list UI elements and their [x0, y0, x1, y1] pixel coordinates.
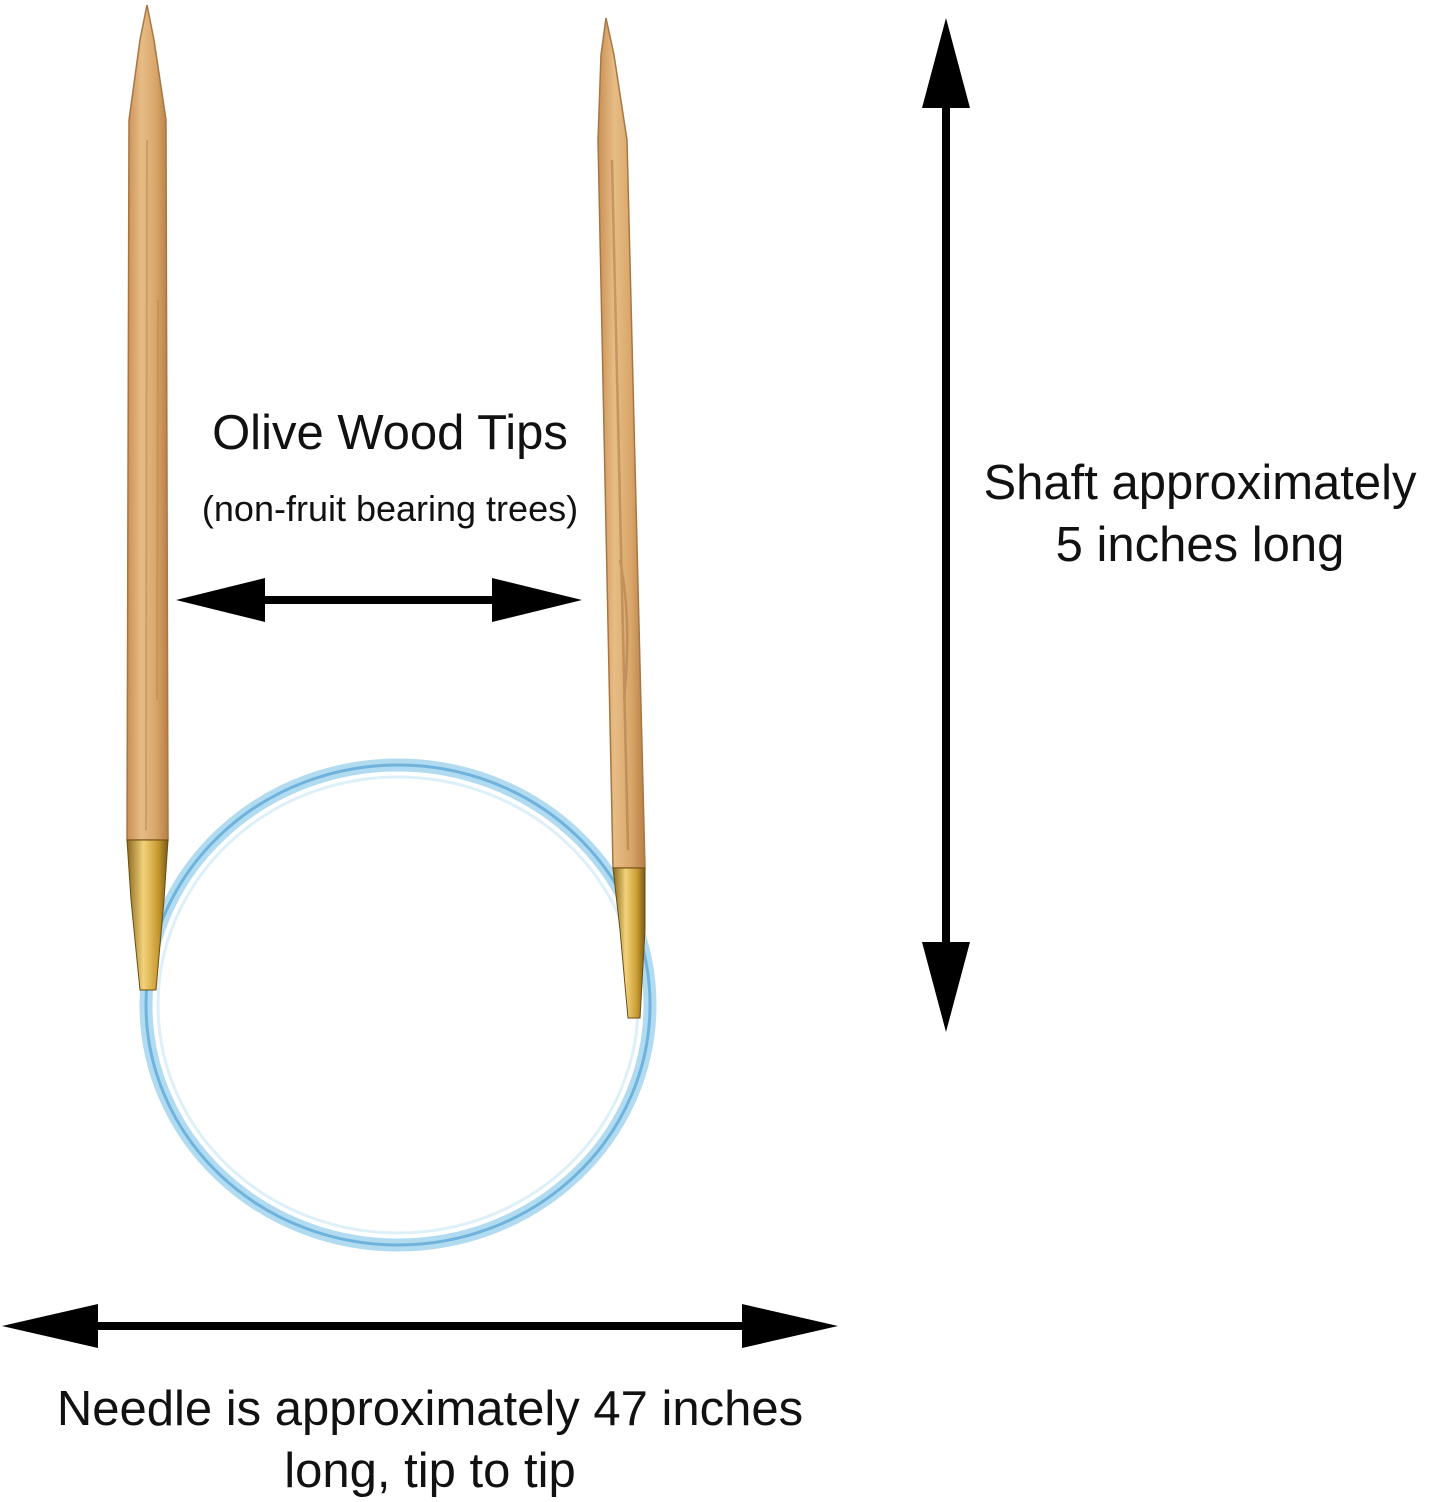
right-brass-connector: [612, 867, 646, 1019]
tips-width-arrow: [176, 578, 582, 622]
right-needle-tip: [597, 17, 646, 1019]
needle-label-line-1: Needle is approximately 47 inches: [56, 1382, 804, 1436]
tips-title: Olive Wood Tips: [212, 406, 568, 460]
shaft-label-line-1: Shaft approximately: [983, 456, 1417, 510]
left-brass-connector: [126, 839, 169, 991]
cable-loop: [139, 758, 657, 1252]
shaft-arrow-bottom-head: [922, 942, 970, 1032]
right-wood-grain: [610, 159, 630, 851]
shaft-label-line-2: 5 inches long: [1055, 518, 1345, 572]
shaft-length-arrow: [922, 18, 970, 1032]
cable-loop-highlight: [144, 763, 652, 1247]
tips-subtitle: (non-fruit bearing trees): [201, 488, 579, 529]
needle-label-line-2: long, tip to tip: [284, 1444, 576, 1498]
tips-arrow-left-head: [176, 578, 265, 622]
shaft-arrow-top-head: [922, 18, 970, 108]
cable: [139, 758, 657, 1252]
needle-arrow-left-head: [2, 1304, 98, 1348]
needle-arrow-right-head: [742, 1304, 838, 1348]
tips-arrow-right-head: [492, 578, 582, 622]
needle-length-arrow: [2, 1304, 838, 1348]
needle-length-label: Needle is approximately 47 inches long, …: [0, 1378, 860, 1502]
needle-arrow-shaft: [90, 1322, 750, 1330]
left-wood-grain: [145, 139, 159, 831]
cable-loop-inner-edge: [156, 775, 640, 1235]
left-needle-tip: [126, 4, 169, 991]
shaft-length-label: Shaft approximately 5 inches long: [960, 452, 1440, 576]
shaft-arrow-shaft: [942, 100, 950, 960]
tips-arrow-shaft: [255, 596, 500, 604]
